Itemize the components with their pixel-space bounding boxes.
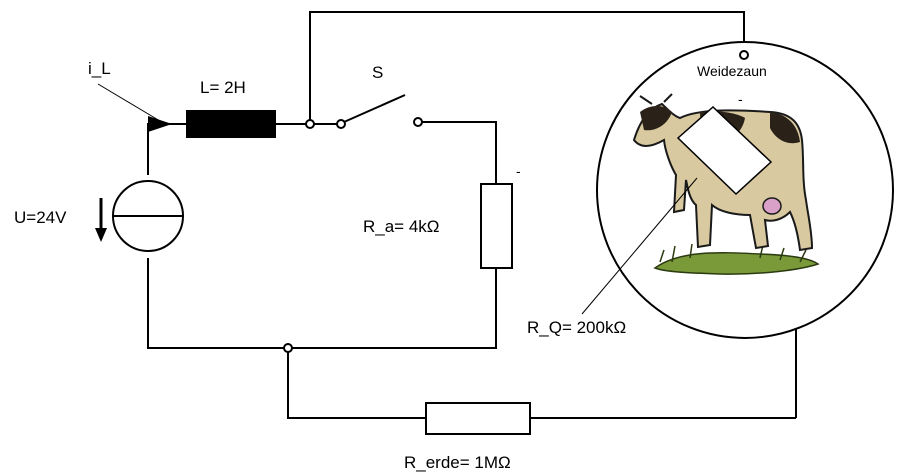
voltage-arrow-icon [95, 228, 107, 242]
wire-load-bottom [288, 268, 497, 349]
wire-left-top [147, 123, 186, 175]
cow-patch-icon [770, 112, 800, 144]
cow-head-icon [640, 106, 672, 131]
switch-label: S [372, 63, 383, 82]
fence-contact-node [739, 50, 749, 60]
grass-icon [653, 252, 820, 275]
inductor-label: L= 2H [200, 78, 246, 97]
switch-open-contact [413, 117, 423, 127]
voltage-source [95, 180, 184, 252]
fence-minus-mark: - [738, 91, 743, 107]
fence-label: Weidezaun [697, 63, 767, 79]
source-label: U=24V [14, 208, 67, 227]
wire-switch-out [418, 121, 497, 184]
cow-horns-icon [639, 93, 673, 105]
earth-resistance-label: R_erde= 1MΩ [404, 453, 511, 472]
cow-resistance-label: R_Q= 200kΩ [527, 318, 626, 337]
load-minus-mark: - [516, 163, 521, 179]
load-resistor [480, 183, 513, 269]
current-label: i_L [88, 59, 111, 78]
current-arrow-icon [148, 116, 172, 132]
current-pointer-line [97, 83, 161, 122]
cow-resistance-box [676, 105, 773, 196]
wire-earth-left [287, 348, 426, 419]
load-resistor-label: R_a= 4kΩ [363, 217, 440, 236]
switch-blade [343, 94, 406, 123]
wire-to-fence [309, 11, 745, 124]
wire-left-bottom [147, 258, 288, 349]
switch [305, 94, 423, 129]
current-indicator [97, 83, 172, 132]
inductor-body [186, 110, 276, 138]
grass-blades-icon [659, 243, 807, 263]
junction-node [305, 119, 315, 129]
cow-udder-icon [762, 197, 782, 215]
switch-pivot-contact [336, 119, 346, 129]
cow-illustration [632, 93, 820, 275]
cow-resistance-leader [581, 177, 698, 315]
earth-resistor [425, 402, 531, 435]
bottom-junction-node [283, 343, 293, 353]
